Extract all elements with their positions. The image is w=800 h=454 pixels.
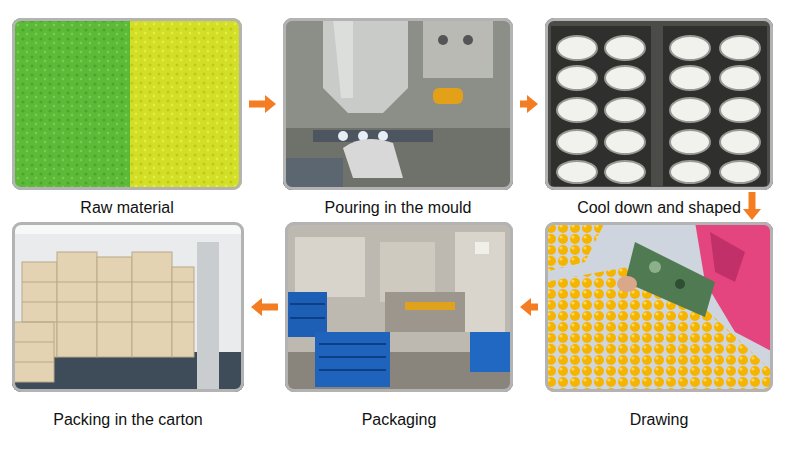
warehouse-illustration [12, 222, 244, 392]
step-caption: Cool down and shaped [577, 198, 741, 217]
carton-photo [12, 222, 244, 392]
step-caption: Raw material [80, 198, 173, 217]
pouring-photo [283, 18, 513, 190]
process-photo-box: Pouring in the mould [283, 18, 513, 190]
step-caption: Packaging [362, 410, 437, 429]
process-photo-box: Raw material [12, 18, 242, 190]
step-caption: Packing in the carton [53, 410, 202, 429]
raw-material-photo [12, 18, 242, 190]
powder-illustration [12, 18, 242, 190]
trays-illustration [545, 18, 773, 190]
flow-arrow [520, 95, 538, 113]
drawing-photo [545, 222, 773, 392]
pouring-illustration [283, 18, 513, 190]
flow-arrow [249, 95, 276, 113]
step-caption: Pouring in the mould [325, 198, 472, 217]
process-photo-box: Drawing [545, 222, 773, 392]
process-photo-box: Packaging [285, 222, 513, 392]
flow-arrow [251, 298, 278, 316]
cooling-photo [545, 18, 773, 190]
step-caption: Drawing [630, 410, 689, 429]
machines-illustration [285, 222, 513, 392]
ducks-illustration [545, 222, 773, 392]
flow-arrow [520, 298, 538, 316]
process-photo-box: Packing in the carton [12, 222, 244, 392]
packaging-photo [285, 222, 513, 392]
process-photo-box: Cool down and shaped [545, 18, 773, 190]
flow-arrow [743, 192, 761, 220]
